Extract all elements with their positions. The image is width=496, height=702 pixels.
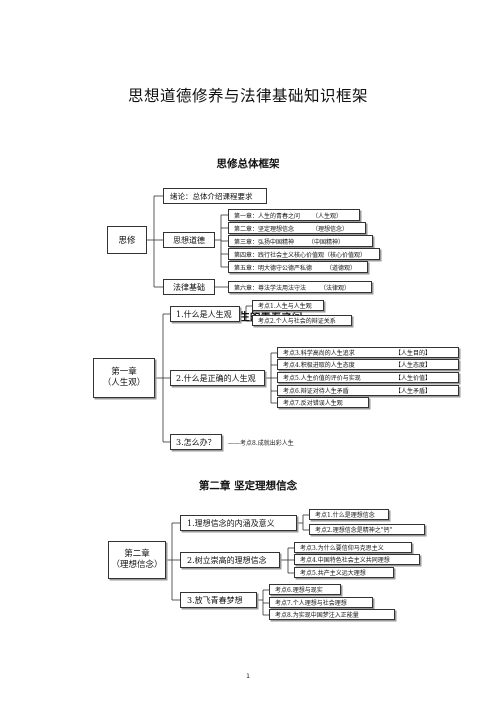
chapter-4-box: 第四章：践行社会主义核心价值观（核心价值观）	[228, 248, 380, 260]
chapter-tag: （中国精神）	[308, 238, 345, 246]
root-line-2: （人生观）	[102, 378, 146, 388]
chapter-label: 第四章：践行社会主义核心价值观（核心价值观）	[234, 251, 367, 259]
point-tag: 【人生矛盾】	[395, 388, 432, 395]
root-line-2: （理想信念）	[111, 560, 163, 570]
chapter-tag: （道德观）	[326, 264, 357, 272]
chapter-label: 第五章：明大德守公德严私德	[234, 264, 313, 272]
chapter-label: 第一章：人生的青春之问	[234, 212, 301, 220]
intro-box: 绪论：总体介绍课程要求	[163, 188, 267, 204]
ch1-point-8-note: ——考点8.成就出彩人生	[228, 440, 294, 447]
chapter-tag: （理想信念）	[312, 225, 349, 233]
ch1-point-2: 考点2.个人与社会的辩证关系	[252, 315, 352, 326]
ch2-point-8: 考点8.为实现中国梦注入正能量	[269, 609, 395, 620]
chapter-2-box: 第二章：坚定理想信念 （理想信念）	[228, 222, 366, 234]
chapter-1-box: 第一章：人生的青春之问 （人生观）	[228, 209, 360, 221]
chapter-label: 第三章：弘扬中国精神	[234, 238, 295, 246]
point-label: 考点4.积极进取的人生态度	[283, 362, 355, 369]
chapter-5-box: 第五章：明大德守公德严私德 （道德观）	[228, 261, 368, 273]
ch1-point-4: 考点4.积极进取的人生态度 【人生态度】	[277, 359, 459, 370]
ch1-point-3: 考点3.科学高尚的人生追求 【人生目的】	[277, 347, 459, 358]
ch1-question-2: 2.什么是正确的人生观	[170, 370, 265, 386]
overview-root: 思修	[107, 226, 147, 254]
chapter-tag: （法律观）	[320, 284, 351, 292]
chapter-tag: （人生观）	[312, 212, 343, 220]
ch2-point-7: 考点7.个人理想与社会理想	[269, 597, 373, 608]
ch2-point-3: 考点3.为什么要信仰马克思主义	[294, 542, 412, 553]
ch1-point-5: 考点5.人生价值的评价与实现 【人生价值】	[277, 372, 459, 383]
page-title: 思想道德修养与法律基础知识框架	[127, 87, 368, 105]
ch2-point-6: 考点6.理想与现实	[269, 584, 341, 595]
ch2-point-5: 考点5.共产主义远大理想	[294, 567, 394, 578]
chapter2-title: 第二章 坚定理想信念	[198, 480, 298, 492]
group-daode: 思想道德	[163, 232, 215, 248]
ch2-question-1: 1.理想信念的内涵及意义	[180, 515, 297, 531]
root-line-1: 第一章	[111, 367, 137, 378]
chapter1-root: 第一章 （人生观）	[93, 358, 155, 398]
point-label: 考点5.人生价值的评价与实现	[283, 375, 361, 382]
root-line-1: 第二章	[124, 549, 150, 560]
ch2-point-2: 考点2.理想信念是精神之"钙"	[309, 524, 425, 535]
ch2-point-4: 考点4.中国特色社会主义共同理想	[294, 554, 420, 565]
group-falv: 法律基础	[163, 279, 215, 295]
chapter1-title: 第一章 人生的青春之问	[193, 311, 303, 323]
chapter-6-box: 第六章：尊法学法用法守法 （法律观）	[228, 281, 372, 293]
ch2-point-1: 考点1.什么是理想信念	[309, 509, 389, 520]
chapter-label: 第二章：坚定理想信念	[234, 225, 295, 233]
ch1-point-1: 考点1.人生与人生观	[252, 300, 324, 311]
overview-title: 思修总体框架	[216, 158, 280, 170]
ch1-point-6: 考点6.辩证对待人生矛盾 【人生矛盾】	[277, 385, 459, 396]
ch2-question-3: 3.放飞青春梦想	[180, 592, 257, 608]
ch1-question-1: 1.什么是人生观	[170, 306, 240, 322]
point-label: 考点6.辩证对待人生矛盾	[283, 388, 349, 395]
point-label: 考点3.科学高尚的人生追求	[283, 350, 355, 357]
ch1-point-7: 考点7.反对错误人生观	[277, 397, 369, 408]
chapter-3-box: 第三章：弘扬中国精神 （中国精神）	[228, 235, 373, 247]
chapter2-root: 第二章 （理想信念）	[108, 541, 166, 579]
chapter-label: 第六章：尊法学法用法守法	[234, 284, 307, 292]
point-tag: 【人生价值】	[395, 375, 432, 382]
ch2-question-2: 2.树立崇高的理想信念	[180, 552, 280, 568]
point-tag: 【人生目的】	[395, 350, 432, 357]
page-number: 1	[246, 673, 250, 680]
point-tag: 【人生态度】	[395, 362, 432, 369]
ch1-question-3: 3.怎么办？	[170, 434, 222, 450]
